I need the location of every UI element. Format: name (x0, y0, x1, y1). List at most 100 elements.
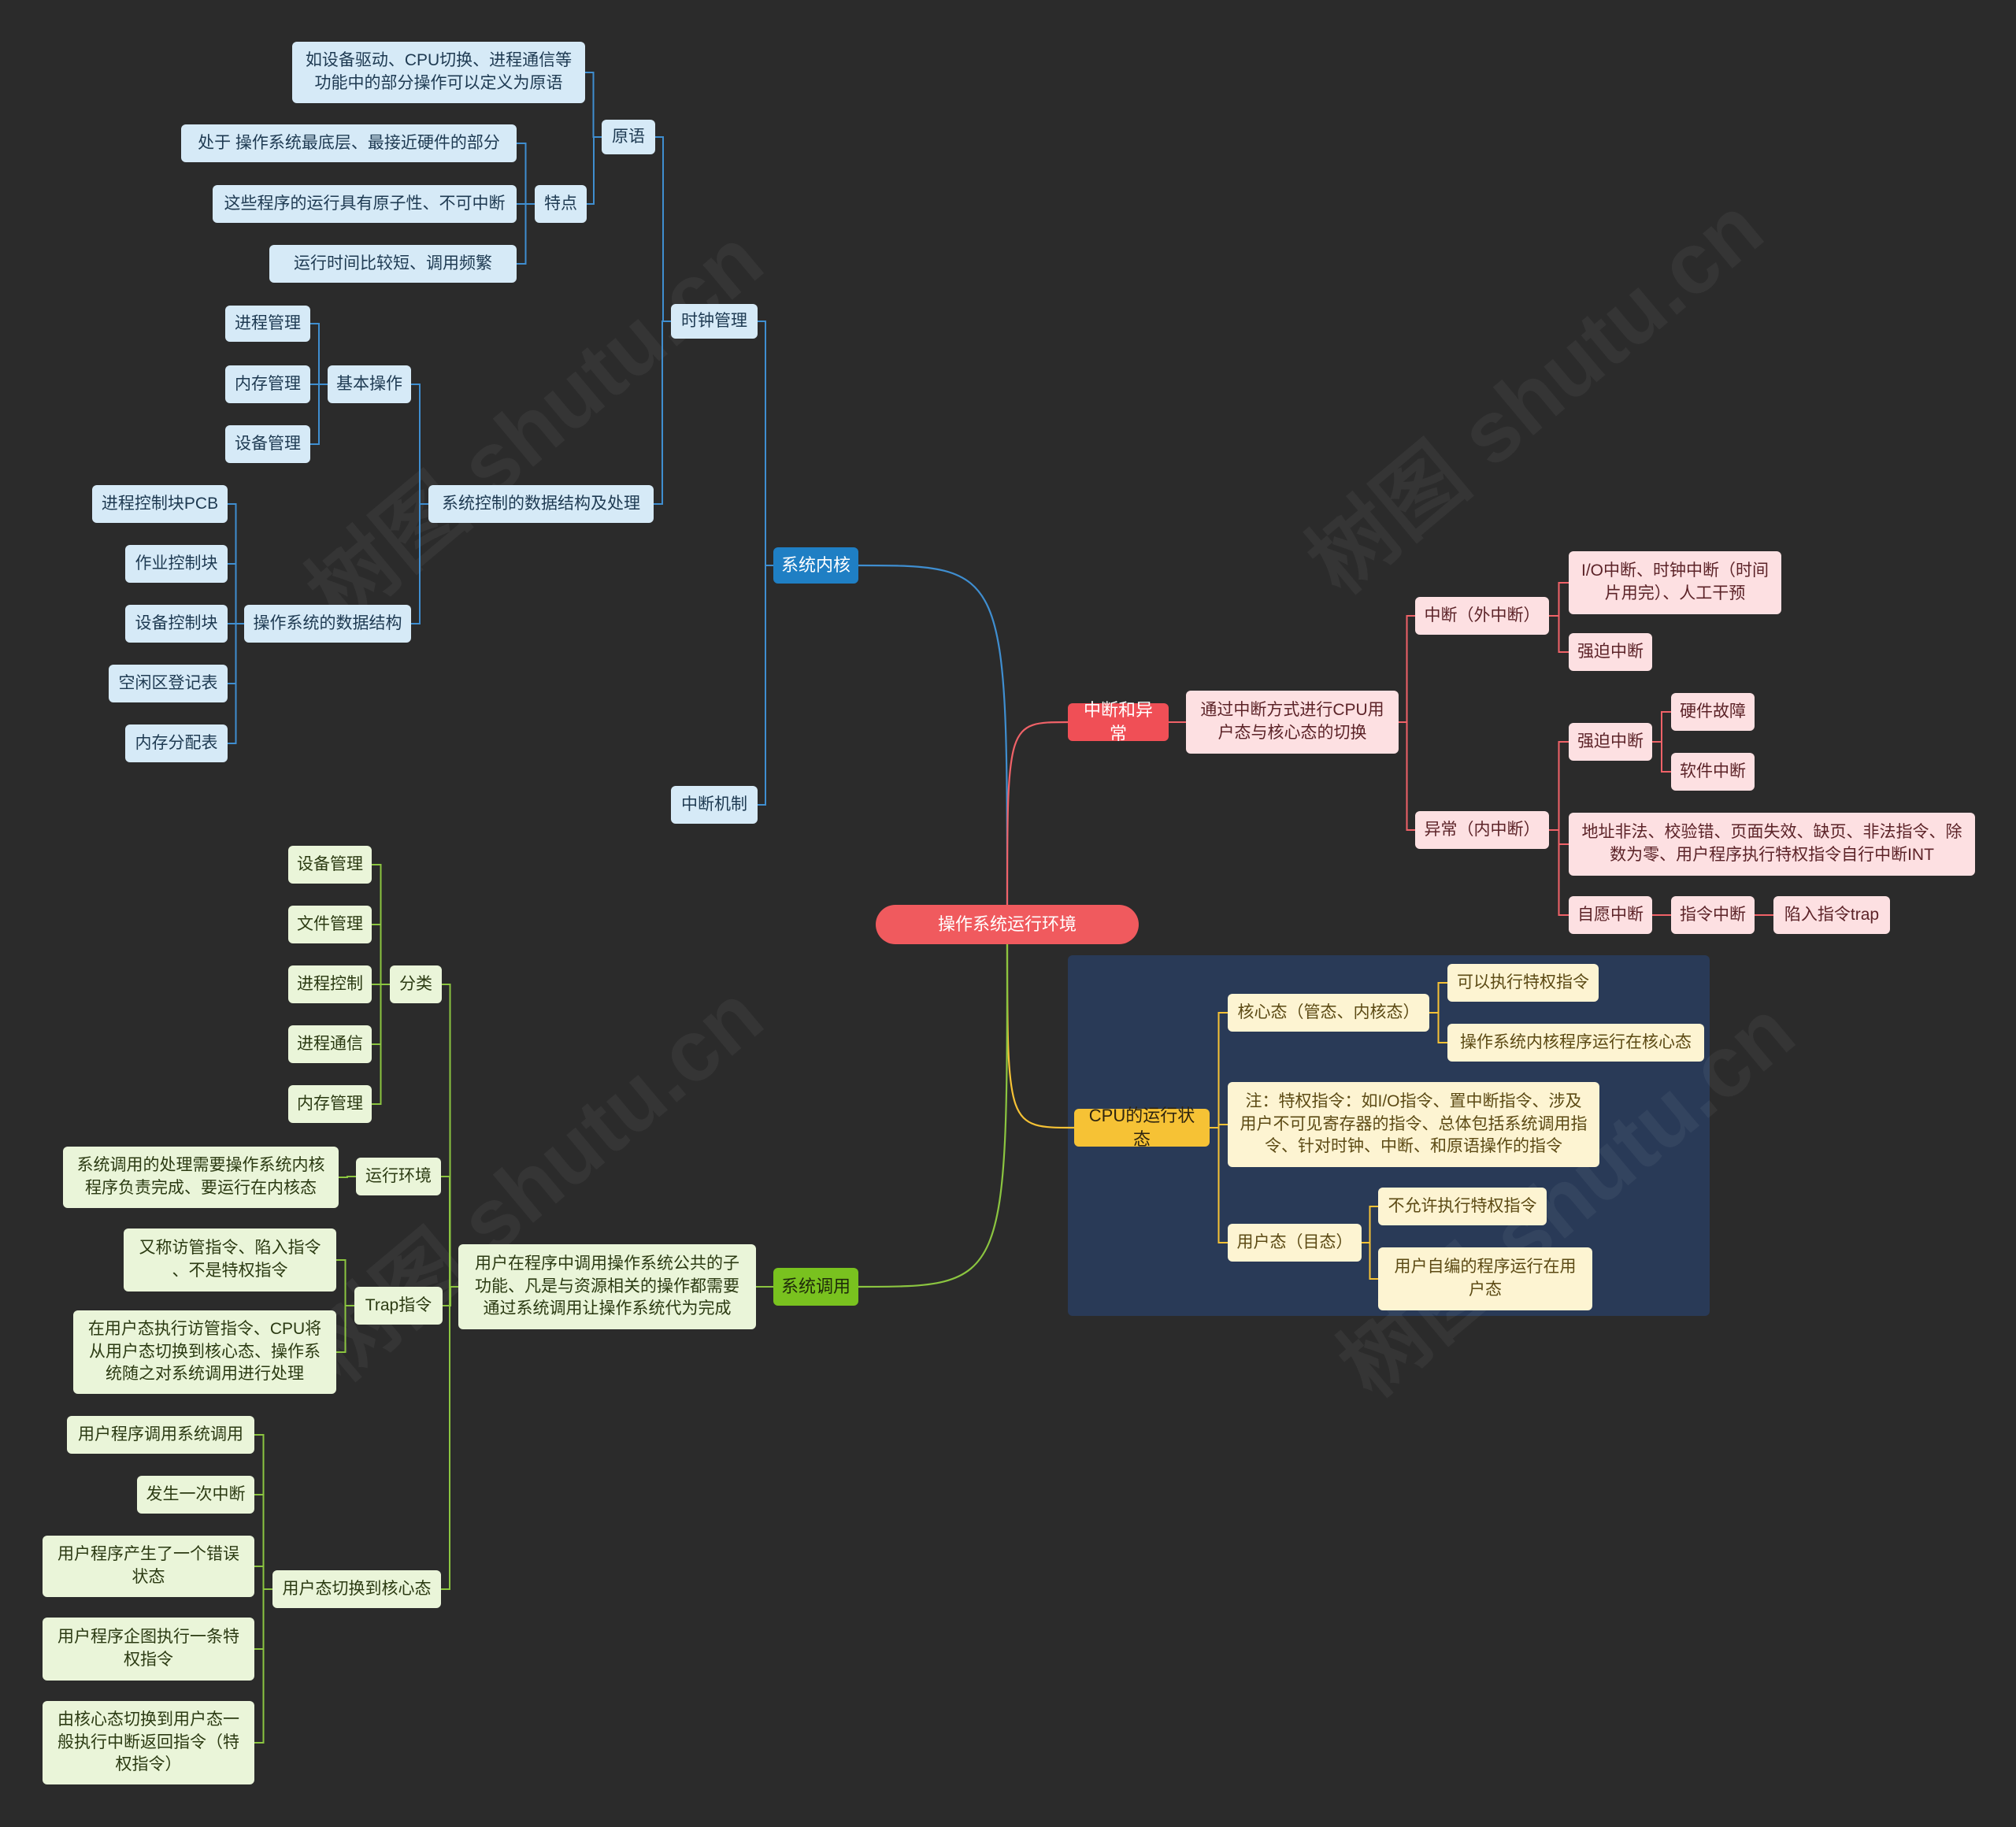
syscall-node-2[interactable]: 用户在程序中调用操作系统公共的子 功能、凡是与资源相关的操作都需要 通过系统调用… (458, 1244, 756, 1329)
connector-line (1549, 829, 1569, 916)
connector-line (336, 1259, 354, 1306)
interrupt-node-5[interactable]: 硬件故障 (1671, 693, 1755, 731)
syscall-node-3[interactable]: Trap指令 (354, 1287, 443, 1325)
interrupt-node-4[interactable]: I/O中断、时钟中断（时间 片用完）、人工干预 (1569, 551, 1781, 614)
connector-line (441, 1286, 458, 1590)
syscall-node-4[interactable]: 又称访管指令、陷入指令 、不是特权指令 (124, 1228, 336, 1292)
syscall-node-4[interactable]: 在用户态执行访管指令、CPU将 从用户态切换到核心态、操作系 统随之对系统调用进… (73, 1310, 336, 1394)
kernel-node-5[interactable]: 进程管理 (225, 306, 310, 342)
connector-line (1006, 940, 1075, 1129)
syscall-node-4[interactable]: 系统调用的处理需要操作系统内核 程序负责完成、要运行在内核态 (63, 1147, 339, 1208)
connector-line (372, 984, 390, 1105)
syscall-node-4[interactable]: 发生一次中断 (137, 1476, 254, 1514)
cpu-state-node-3[interactable]: 用户自编的程序运行在用 户态 (1378, 1247, 1592, 1310)
syscall-node-4[interactable]: 由核心态切换到用户态一 般执行中断返回指令（特 权指令） (43, 1701, 254, 1784)
kernel-node-2[interactable]: 时钟管理 (671, 304, 758, 339)
interrupt-node-4[interactable]: 强迫中断 (1569, 723, 1652, 761)
interrupt-node-4[interactable]: 强迫中断 (1569, 633, 1652, 671)
cpu-state-node-3[interactable]: 可以执行特权指令 (1447, 964, 1599, 1002)
branch-syscall[interactable]: 系统调用 (773, 1268, 858, 1306)
syscall-node-4[interactable]: 进程通信 (288, 1025, 372, 1063)
kernel-node-2[interactable]: 中断机制 (671, 786, 758, 824)
syscall-node-4[interactable]: 内存管理 (288, 1085, 372, 1123)
interrupt-node-4[interactable]: 自愿中断 (1569, 896, 1652, 934)
syscall-node-4[interactable]: 设备管理 (288, 846, 372, 884)
connector-line (1210, 1012, 1228, 1128)
interrupt-node-2[interactable]: 通过中断方式进行CPU用 户态与核心态的切换 (1186, 691, 1399, 754)
syscall-node-4[interactable]: 文件管理 (288, 906, 372, 943)
connector-line (1549, 582, 1569, 617)
interrupt-node-3[interactable]: 异常（内中断） (1415, 811, 1549, 849)
kernel-node-5[interactable]: 进程控制块PCB (92, 485, 228, 523)
kernel-node-4[interactable]: 特点 (535, 185, 587, 223)
connector-line (228, 563, 244, 624)
syscall-node-3[interactable]: 用户态切换到核心态 (272, 1570, 441, 1608)
connector-line (411, 384, 428, 505)
connector-line (517, 203, 535, 265)
kernel-node-5[interactable]: 内存分配表 (125, 724, 228, 762)
syscall-node-4[interactable]: 进程控制 (288, 965, 372, 1003)
connector-line (336, 1305, 354, 1353)
kernel-node-4[interactable]: 如设备驱动、CPU切换、进程通信等 功能中的部分操作可以定义为原语 (292, 42, 585, 103)
syscall-node-3[interactable]: 运行环境 (356, 1158, 441, 1195)
connector-line (1652, 741, 1671, 773)
branch-cpu-state[interactable]: CPU的运行状态 (1074, 1106, 1210, 1149)
connector-line (1399, 615, 1415, 723)
root-topic[interactable]: 操作系统运行环境 (876, 905, 1139, 944)
connector-line (654, 321, 671, 505)
interrupt-node-3[interactable]: 中断（外中断） (1415, 597, 1549, 635)
branch-interrupt[interactable]: 中断和异常 (1068, 700, 1169, 743)
syscall-node-3[interactable]: 分类 (390, 965, 442, 1003)
connector-line (254, 1588, 272, 1744)
connector-line (1429, 982, 1447, 1014)
branch-kernel[interactable]: 系统内核 (773, 547, 858, 584)
cpu-state-node-2[interactable]: 核心态（管态、内核态） (1228, 994, 1429, 1032)
cpu-state-node-3[interactable]: 不允许执行特权指令 (1378, 1188, 1547, 1225)
interrupt-node-6[interactable]: 陷入指令trap (1773, 896, 1890, 934)
connector-line (1210, 1127, 1228, 1243)
kernel-node-3[interactable]: 原语 (602, 120, 655, 154)
kernel-node-4[interactable]: 基本操作 (328, 365, 411, 403)
connector-line (372, 924, 390, 985)
connector-line (1549, 615, 1569, 653)
connector-line (758, 321, 773, 566)
kernel-node-5[interactable]: 处于 操作系统最底层、最接近硬件的部分 (181, 124, 517, 162)
cpu-state-node-2[interactable]: 用户态（目态） (1228, 1224, 1362, 1262)
connector-line (758, 565, 773, 806)
connector-line (585, 72, 602, 138)
connector-line (310, 384, 328, 445)
connector-line (655, 136, 671, 322)
cpu-state-node-2[interactable]: 注：特权指令：如I/O指令、置中断指令、涉及 用户不可见寄存器的指令、总体包括系… (1228, 1082, 1599, 1167)
connector-line (858, 564, 1009, 909)
connector-line (587, 136, 602, 205)
syscall-node-4[interactable]: 用户程序调用系统调用 (67, 1416, 254, 1454)
connector-line (411, 503, 428, 624)
connector-line (228, 623, 244, 744)
kernel-node-5[interactable]: 空闲区登记表 (109, 665, 228, 702)
connector-line (858, 940, 1009, 1288)
kernel-node-5[interactable]: 内存管理 (225, 365, 310, 403)
connector-line (254, 1566, 272, 1590)
kernel-node-5[interactable]: 运行时间比较短、调用频繁 (269, 245, 517, 283)
connector-line (1549, 741, 1569, 831)
cpu-state-node-3[interactable]: 操作系统内核程序运行在核心态 (1447, 1024, 1704, 1062)
kernel-node-3[interactable]: 系统控制的数据结构及处理 (428, 485, 654, 523)
connector-line (1429, 1012, 1447, 1043)
connector-line (1362, 1206, 1378, 1243)
connector-line (1362, 1242, 1378, 1280)
interrupt-node-5[interactable]: 软件中断 (1671, 753, 1755, 791)
connector-line (441, 1176, 458, 1288)
kernel-node-5[interactable]: 设备管理 (225, 425, 310, 463)
interrupt-node-4[interactable]: 地址非法、校验错、页面失效、缺页、非法指令、除 数为零、用户程序执行特权指令自行… (1569, 813, 1975, 876)
kernel-node-4[interactable]: 操作系统的数据结构 (244, 605, 411, 643)
interrupt-node-5[interactable]: 指令中断 (1671, 896, 1755, 934)
connector-line (517, 143, 535, 205)
syscall-node-4[interactable]: 用户程序企图执行一条特 权指令 (43, 1618, 254, 1681)
kernel-node-5[interactable]: 这些程序的运行具有原子性、不可中断 (213, 185, 517, 223)
syscall-node-4[interactable]: 用户程序产生了一个错误 状态 (43, 1536, 254, 1597)
connector-line (1399, 721, 1415, 831)
connector-line (1652, 711, 1671, 743)
kernel-node-5[interactable]: 设备控制块 (125, 605, 228, 643)
kernel-node-5[interactable]: 作业控制块 (125, 545, 228, 583)
